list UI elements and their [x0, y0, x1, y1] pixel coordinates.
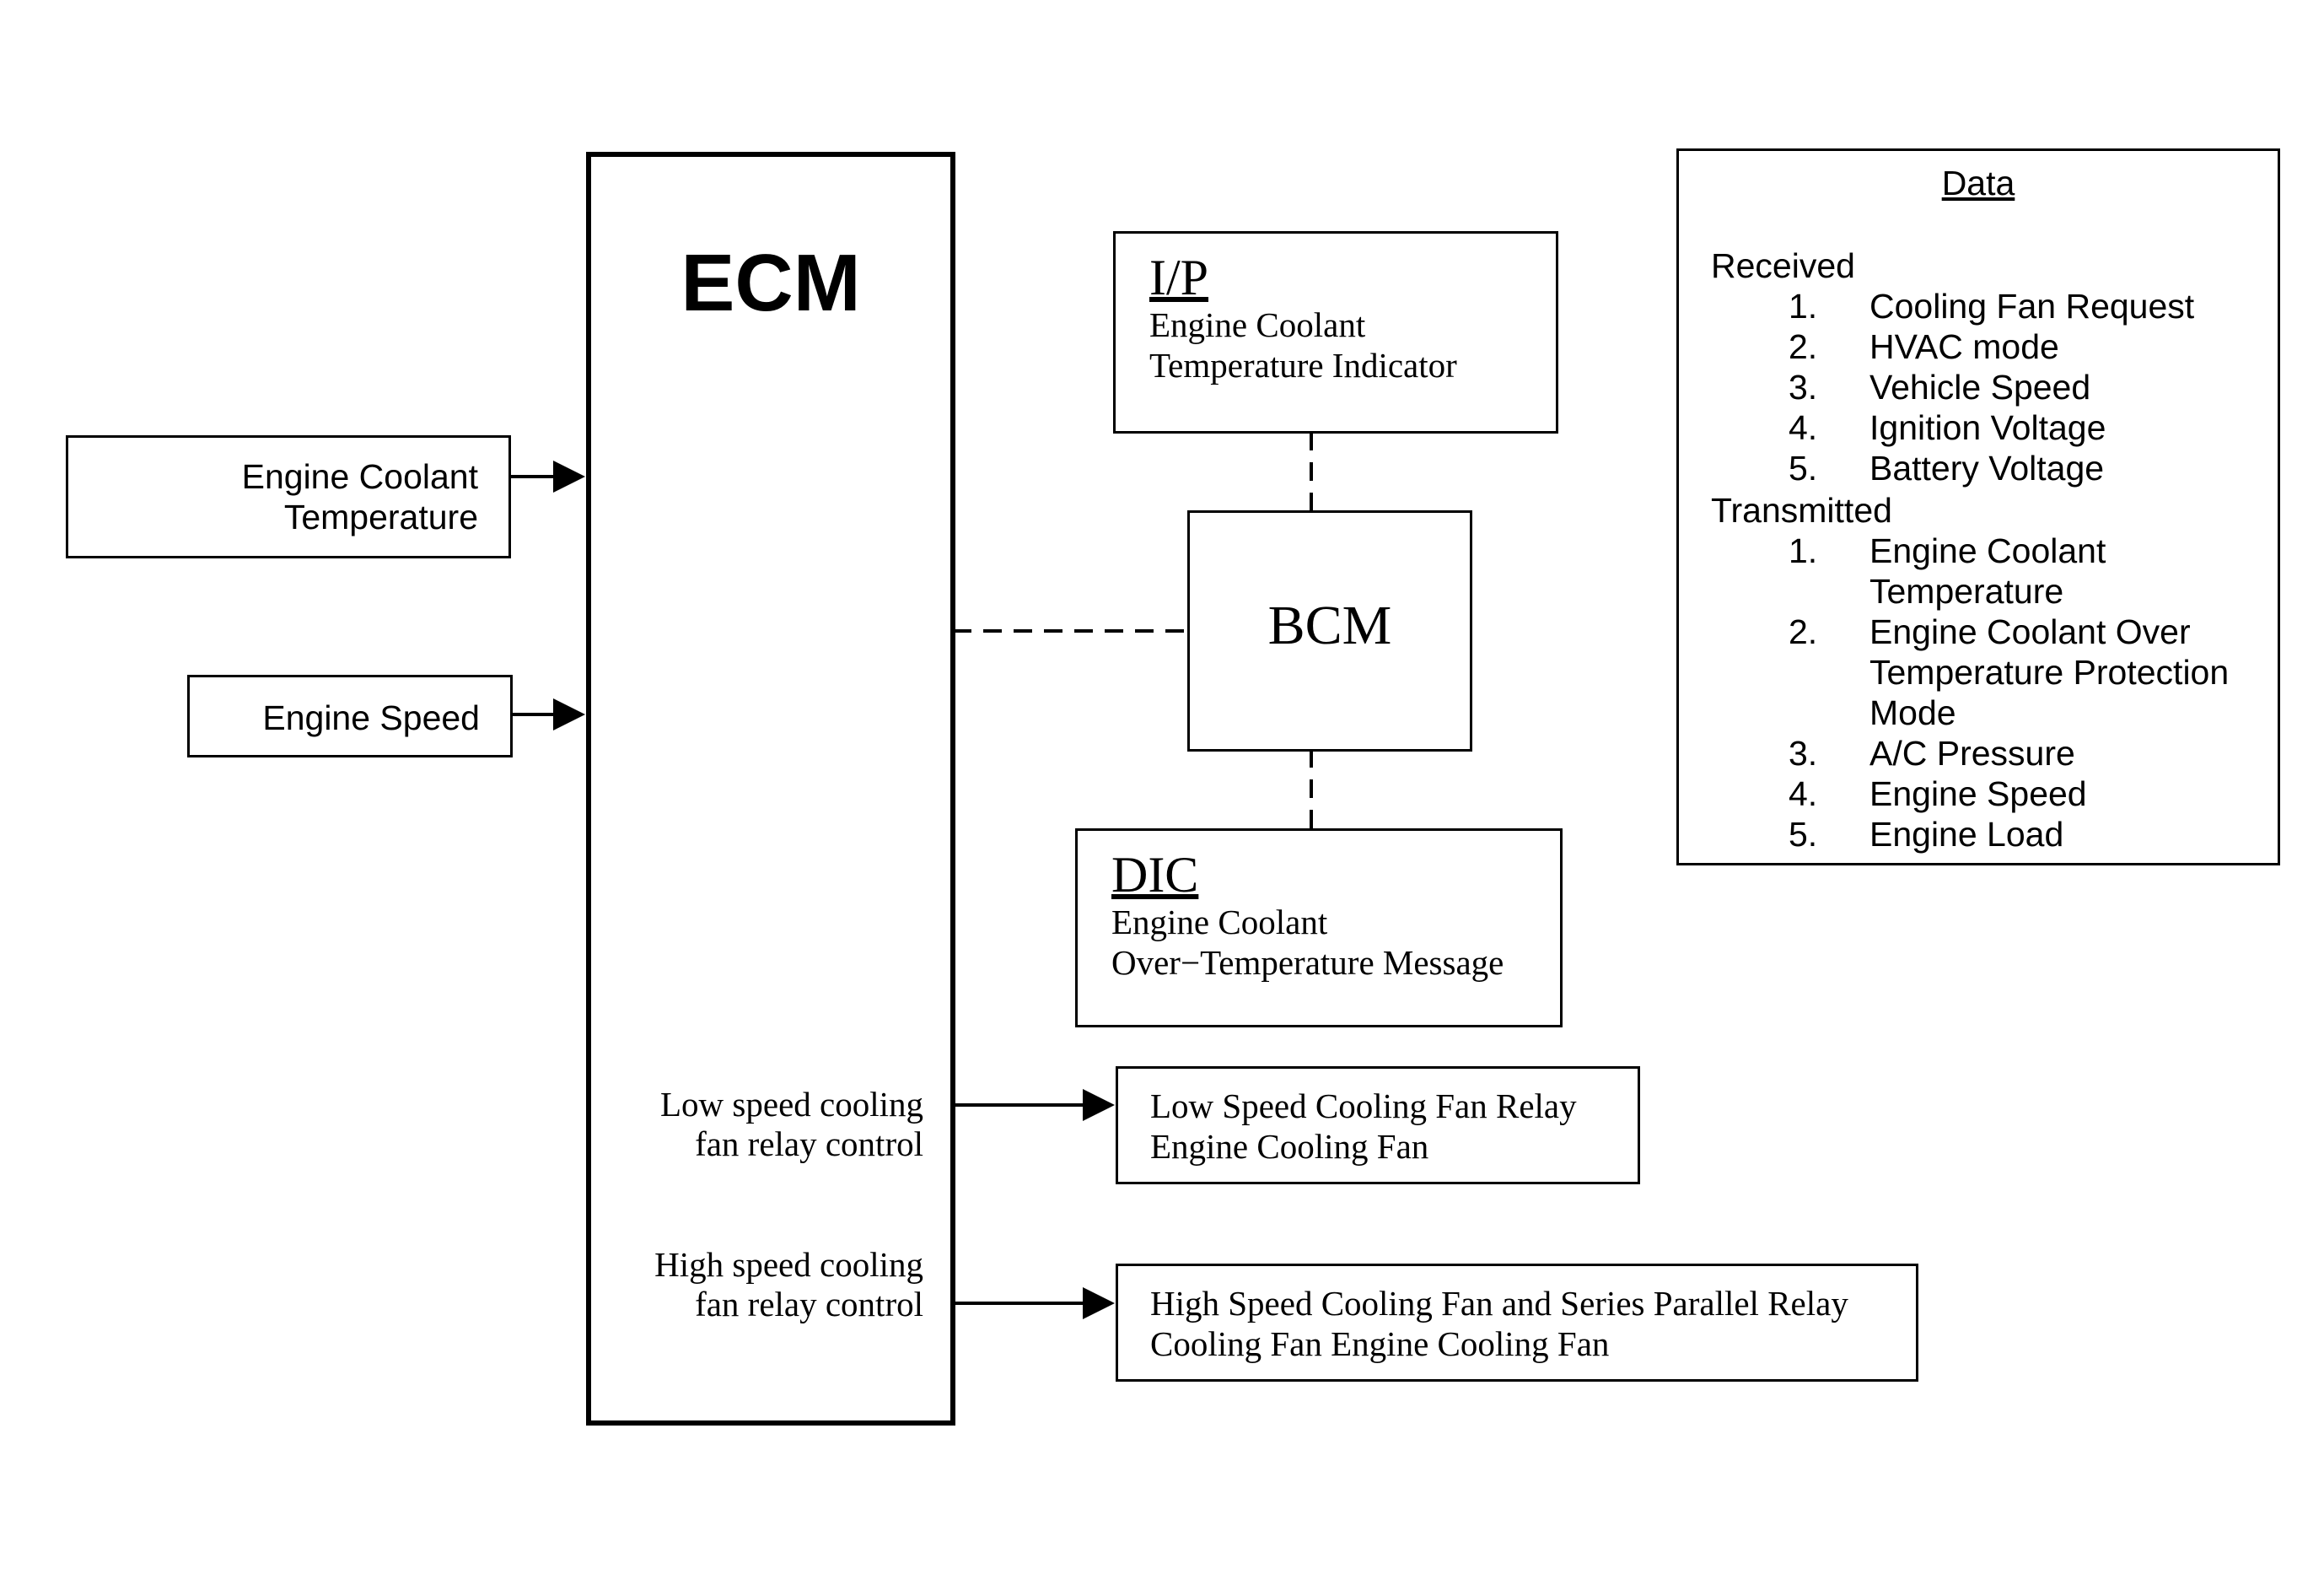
- transmitted-item-line: Mode: [1869, 693, 1956, 732]
- low-speed-control-label: Low speed cooling fan relay control: [660, 1085, 923, 1163]
- received-item-line: Ignition Voltage: [1869, 408, 2106, 447]
- transmitted-item: 5. Engine Load: [1679, 814, 2278, 854]
- received-heading: Received: [1711, 246, 1855, 285]
- low-speed-relay-box: Low Speed Cooling Fan Relay Engine Cooli…: [1116, 1066, 1640, 1184]
- transmitted-item-line: Temperature Protection: [1869, 653, 2230, 692]
- data-panel: Data Received 1. Cooling Fan Request 2. HVA…: [1676, 148, 2280, 865]
- transmitted-item-text: Engine Speed: [1869, 774, 2278, 814]
- received-item-number: 3.: [1789, 368, 1818, 407]
- dic-line-2: Over−Temperature Message: [1111, 943, 1504, 982]
- received-item-text: Vehicle Speed: [1869, 367, 2278, 407]
- input-coolant-temperature: Engine Coolant Temperature: [66, 435, 511, 558]
- transmitted-item-line: Engine Speed: [1869, 774, 2087, 813]
- ip-box: I/P Engine Coolant Temperature Indicator: [1113, 231, 1558, 434]
- transmitted-item-number: 1.: [1789, 531, 1818, 570]
- transmitted-item-line: Temperature: [1869, 572, 2064, 611]
- transmitted-item-line: Engine Coolant Over: [1869, 612, 2191, 651]
- transmitted-item: 4. Engine Speed: [1679, 774, 2278, 814]
- ip-line-2: Temperature Indicator: [1149, 346, 1457, 385]
- transmitted-item-number: 4.: [1789, 774, 1818, 813]
- ip-line-1: Engine Coolant: [1149, 305, 1366, 344]
- ecm-title: ECM: [681, 238, 861, 328]
- received-item-number: 2.: [1789, 327, 1818, 366]
- transmitted-item-text: Engine Load: [1869, 814, 2278, 854]
- received-item-text: HVAC mode: [1869, 326, 2278, 367]
- received-item: 2. HVAC mode: [1679, 326, 2278, 367]
- transmitted-item-number: 2.: [1789, 612, 1818, 651]
- received-item-text: Ignition Voltage: [1869, 407, 2278, 448]
- received-item: 5. Battery Voltage: [1679, 448, 2278, 488]
- dic-title: DIC: [1111, 847, 1199, 903]
- received-item-text: Battery Voltage: [1869, 448, 2278, 488]
- received-item-number: 1.: [1789, 287, 1818, 326]
- transmitted-heading: Transmitted: [1711, 491, 1892, 530]
- transmitted-item: 3. A/C Pressure: [1679, 733, 2278, 774]
- received-item-line: Cooling Fan Request: [1869, 287, 2195, 326]
- received-item-text: Cooling Fan Request: [1869, 286, 2278, 326]
- received-item: 3. Vehicle Speed: [1679, 367, 2278, 407]
- received-item: 4. Ignition Voltage: [1679, 407, 2278, 448]
- bcm-box: BCM: [1187, 510, 1472, 752]
- received-item: 1. Cooling Fan Request: [1679, 286, 2278, 326]
- ecm-box: ECM Low speed cooling fan relay control …: [586, 152, 955, 1426]
- input-engine-speed: Engine Speed: [187, 675, 513, 757]
- high-speed-control-label: High speed cooling fan relay control: [654, 1245, 923, 1323]
- transmitted-item-number: 5.: [1789, 815, 1818, 854]
- dic-line-1: Engine Coolant: [1111, 903, 1328, 941]
- high-speed-relay-box: High Speed Cooling Fan and Series Parall…: [1116, 1264, 1918, 1382]
- transmitted-item-number: 3.: [1789, 734, 1818, 773]
- transmitted-item-text: A/C Pressure: [1869, 733, 2278, 774]
- arrow-ecm-to-high-relay: [953, 1287, 1115, 1319]
- received-item-number: 4.: [1789, 408, 1818, 447]
- received-item-line: Vehicle Speed: [1869, 368, 2091, 407]
- arrow-coolant-temp-to-ecm: [511, 461, 585, 493]
- transmitted-item-line: Engine Load: [1869, 815, 2064, 854]
- transmitted-item-line: A/C Pressure: [1869, 734, 2075, 773]
- received-list: 1. Cooling Fan Request 2. HVAC mode 3. Vehicl…: [1679, 286, 2278, 488]
- received-item-line: Battery Voltage: [1869, 449, 2105, 488]
- received-item-number: 5.: [1789, 449, 1818, 488]
- dic-box: DIC Engine Coolant Over−Temperature Mess…: [1075, 828, 1563, 1027]
- arrow-engine-speed-to-ecm: [513, 698, 585, 730]
- transmitted-item-line: Engine Coolant: [1869, 531, 2106, 570]
- arrow-ecm-to-low-relay: [953, 1089, 1115, 1121]
- bcm-title: BCM: [1267, 595, 1392, 656]
- data-panel-title: Data: [1941, 164, 2015, 202]
- received-item-line: HVAC mode: [1869, 327, 2059, 366]
- ip-title: I/P: [1149, 250, 1209, 305]
